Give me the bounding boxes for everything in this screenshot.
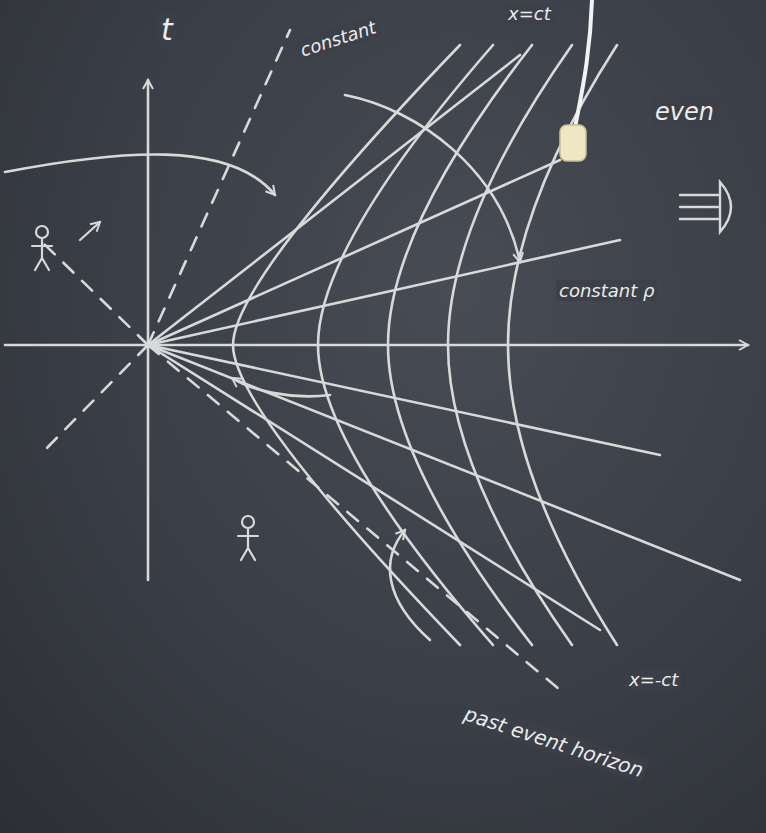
chalk-label: t	[158, 12, 176, 47]
light-line	[40, 345, 148, 455]
x-axis	[5, 344, 748, 347]
constant-tau-rays	[148, 55, 740, 630]
chalk-label: x=-ct	[626, 669, 681, 690]
pointer-arrow	[5, 154, 275, 195]
chalk-label: past event horizon	[458, 701, 649, 783]
pointer-arrow	[345, 95, 520, 262]
chalk-label: constant	[295, 16, 382, 62]
stick-figure	[238, 516, 258, 560]
chalk-label: constant ρ	[556, 280, 657, 301]
chalk-label: x=ct	[505, 3, 554, 24]
past-horizon	[148, 345, 560, 690]
pointer-arrow	[390, 530, 430, 640]
chalk-holder	[560, 0, 592, 161]
pointer-arrow	[232, 378, 330, 396]
chalk-label: even	[652, 98, 717, 126]
light-line	[40, 240, 148, 345]
constant-rho-hyperbolas	[233, 45, 617, 645]
stick-figure	[32, 222, 100, 270]
eye-symbol	[680, 182, 731, 232]
